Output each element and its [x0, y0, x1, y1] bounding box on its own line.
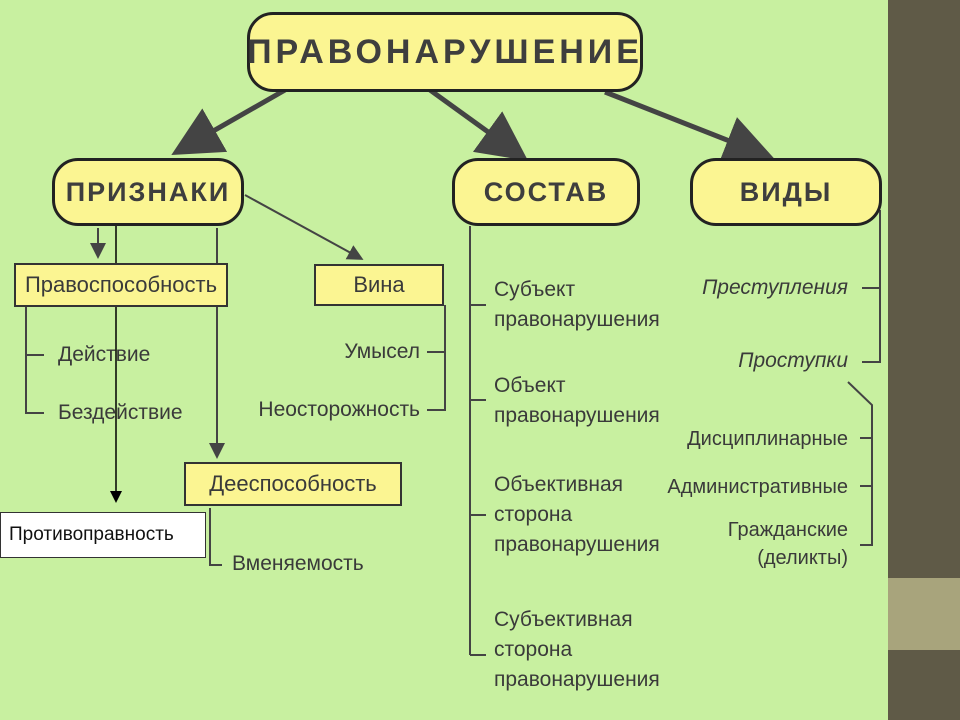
arrow-root-to-types [604, 89, 775, 164]
connector-lines [25, 87, 881, 656]
legal-capacity-item: Действие [58, 343, 151, 366]
node-legal-capacity: Правоспособность [14, 263, 228, 307]
misdemeanor-kind: Гражданские [727, 519, 848, 541]
composition-item-line: Объективная [494, 473, 624, 496]
composition-item-line: Объект [494, 374, 566, 397]
guilt-item: Неосторожность [258, 398, 420, 421]
capability-item: Вменяемость [232, 552, 364, 575]
composition-item-line: Субъективная [494, 608, 633, 631]
side-panel-accent [888, 578, 960, 650]
legal-capacity-item: Бездействие [58, 401, 183, 424]
category-types: ВИДЫ [690, 158, 882, 226]
composition-item-line: правонарушения [494, 308, 660, 331]
composition-item-line: правонарушения [494, 668, 660, 691]
node-capability: Дееспособность [184, 462, 402, 506]
arrow-root-to-signs [171, 87, 287, 155]
misdemeanor-kind: Административные [667, 476, 848, 498]
root-node: ПРАВОНАРУШЕНИЕ [247, 12, 643, 92]
composition-item-line: правонарушения [494, 533, 660, 556]
composition-item-line: Субъект [494, 278, 576, 301]
composition-item-line: сторона [494, 638, 573, 661]
composition-item-line: сторона [494, 503, 573, 526]
guilt-item: Умысел [344, 340, 420, 363]
misdemeanor-kind: (деликты) [757, 547, 848, 569]
type-item: Преступления [702, 276, 848, 299]
composition-item-line: правонарушения [494, 404, 660, 427]
category-signs: ПРИЗНАКИ [52, 158, 244, 226]
arrow-root-to-composition [428, 87, 529, 161]
node-unlawfulness: Противоправность [0, 512, 206, 558]
misdemeanor-kind: Дисциплинарные [687, 428, 848, 450]
category-composition: СОСТАВ [452, 158, 640, 226]
node-guilt: Вина [314, 264, 444, 306]
type-item: Проступки [738, 349, 848, 372]
